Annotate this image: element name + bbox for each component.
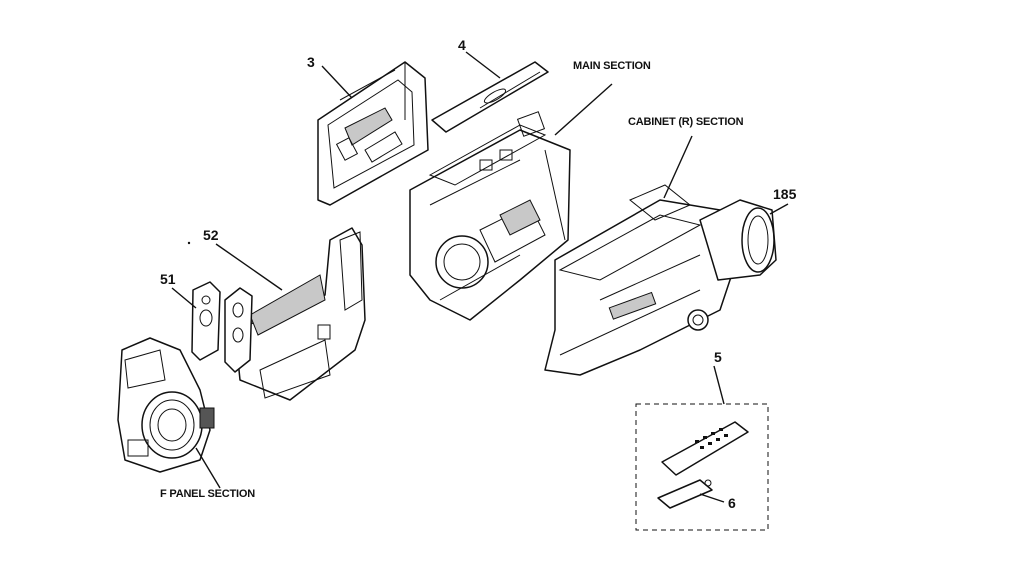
label-part-5: 5 xyxy=(714,349,722,365)
label-part-51: 51 xyxy=(160,271,176,287)
part-5-remote-kit xyxy=(635,403,769,531)
label-main-section: MAIN SECTION xyxy=(573,60,651,72)
part-52-frame xyxy=(234,227,366,401)
part-51-bracket xyxy=(191,281,221,361)
part-4-plate xyxy=(431,61,549,133)
f-panel-section xyxy=(117,337,215,473)
cabinet-r-section xyxy=(544,184,777,376)
label-part-52: 52 xyxy=(203,227,219,243)
leader-lines xyxy=(171,51,789,503)
label-f-panel-section: F PANEL SECTION xyxy=(160,488,255,500)
part-3-cover-plate xyxy=(317,61,429,206)
part-52-side-piece xyxy=(224,287,253,373)
main-section-mechanism xyxy=(409,111,571,321)
label-cabinet-r-section: CABINET (R) SECTION xyxy=(628,116,744,128)
label-part-185: 185 xyxy=(773,186,797,202)
label-part-4: 4 xyxy=(458,37,466,53)
label-part-3: 3 xyxy=(307,54,315,70)
label-part-6: 6 xyxy=(728,495,736,511)
